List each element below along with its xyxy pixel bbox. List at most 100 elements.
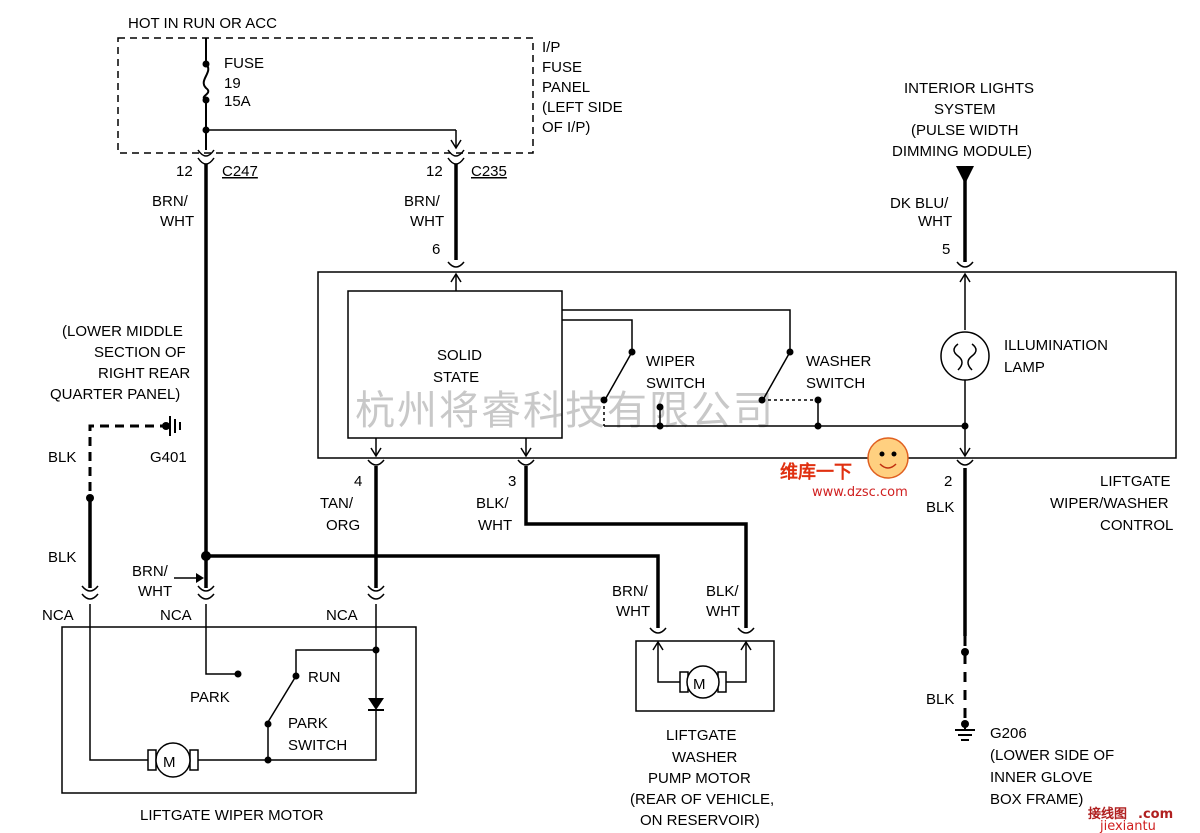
nca-connectors: [81, 585, 385, 600]
svg-text:维库一下: 维库一下: [780, 461, 852, 483]
svg-text:TAN/: TAN/: [320, 495, 354, 512]
svg-text:15A: 15A: [224, 93, 251, 110]
wiper-motor-icon: [147, 742, 199, 778]
svg-text:(REAR OF VEHICLE,: (REAR OF VEHICLE,: [630, 791, 774, 808]
wiper-switch: [600, 348, 664, 426]
svg-text:.com: .com: [1138, 807, 1173, 822]
c235-pin: 12: [426, 163, 443, 180]
svg-text:LIFTGATE: LIFTGATE: [1100, 473, 1171, 490]
washer-switch: [758, 348, 822, 426]
svg-text:FUSE: FUSE: [224, 55, 264, 72]
svg-text:RIGHT REAR: RIGHT REAR: [98, 365, 190, 382]
washer-switch-label: WASHER SWITCH: [806, 353, 871, 392]
pin-4: 4: [354, 473, 362, 490]
g206-location: (LOWER SIDE OF INNER GLOVE BOX FRAME): [990, 747, 1114, 808]
g401-location-label: (LOWER MIDDLE SECTION OF RIGHT REAR QUAR…: [50, 323, 190, 403]
jiexiantu-watermark: 接线图 .com jiexiantu: [1088, 806, 1173, 833]
svg-text:WASHER: WASHER: [806, 353, 871, 370]
svg-text:PUMP MOTOR: PUMP MOTOR: [648, 770, 751, 787]
blk-ground-wire-dashed: [88, 424, 166, 506]
control-module-name: LIFTGATE WIPER/WASHER CONTROL: [1050, 473, 1173, 534]
blk-wht-label: BLK/ WHT: [476, 495, 512, 534]
svg-text:WHT: WHT: [918, 213, 952, 230]
svg-text:接线图: 接线图: [1088, 806, 1127, 822]
interior-lights-label: INTERIOR LIGHTS SYSTEM (PULSE WIDTH DIMM…: [892, 80, 1034, 160]
c247-wire-color: BRN/ WHT: [152, 193, 194, 230]
fuse-label: FUSE 19 15A: [224, 55, 264, 110]
svg-text:WHT: WHT: [138, 583, 172, 600]
washer-pump-motor-icon: [679, 665, 727, 699]
svg-text:CONTROL: CONTROL: [1100, 517, 1173, 534]
svg-text:WHT: WHT: [478, 517, 512, 534]
pin-5: 5: [942, 241, 950, 258]
svg-text:BRN/: BRN/: [152, 193, 189, 210]
pin-2: 2: [944, 473, 952, 490]
pump-wire-labels: BRN/ WHT BLK/ WHT: [612, 583, 740, 620]
svg-text:WHT: WHT: [160, 213, 194, 230]
g401-name: G401: [150, 449, 187, 466]
g206-name: G206: [990, 725, 1027, 742]
svg-text:WHT: WHT: [410, 213, 444, 230]
run-label: RUN: [308, 669, 341, 686]
svg-text:WIPER/WASHER: WIPER/WASHER: [1050, 495, 1169, 512]
svg-text:WASHER: WASHER: [672, 749, 737, 766]
washer-pump-symbol: M: [693, 676, 706, 693]
park-label: PARK: [190, 689, 230, 706]
svg-text:BLK/: BLK/: [706, 583, 739, 600]
svg-text:BRN/: BRN/: [132, 563, 169, 580]
solid-state-label: SOLID STATE: [433, 347, 482, 386]
module-output-arrow: [956, 166, 974, 184]
svg-text:WHT: WHT: [616, 603, 650, 620]
svg-text:LAMP: LAMP: [1004, 359, 1045, 376]
brn-wht-arrow-label: BRN/ WHT: [132, 563, 172, 600]
svg-text:BLK/: BLK/: [476, 495, 509, 512]
svg-text:STATE: STATE: [433, 369, 479, 386]
svg-text:DK BLU/: DK BLU/: [890, 195, 949, 212]
svg-text:LIFTGATE: LIFTGATE: [666, 727, 737, 744]
svg-text:DIMMING MODULE): DIMMING MODULE): [892, 143, 1032, 160]
nca-mid: NCA: [160, 607, 192, 624]
pin-3: 3: [508, 473, 516, 490]
wiper-motor-name: LIFTGATE WIPER MOTOR: [140, 807, 324, 824]
svg-text:(LEFT SIDE: (LEFT SIDE: [542, 99, 623, 116]
svg-text:ILLUMINATION: ILLUMINATION: [1004, 337, 1108, 354]
fuse-panel-label: I/P FUSE PANEL (LEFT SIDE OF I/P): [542, 39, 623, 136]
c235-wire-color: BRN/ WHT: [404, 193, 444, 230]
svg-text:www.dzsc.com: www.dzsc.com: [812, 485, 908, 500]
svg-text:SOLID: SOLID: [437, 347, 482, 364]
g401-wire-upper: BLK: [48, 449, 76, 466]
company-watermark: 杭州将睿科技有限公司: [355, 388, 775, 434]
svg-text:WHT: WHT: [706, 603, 740, 620]
svg-text:ORG: ORG: [326, 517, 360, 534]
wiper-washer-control-box: [317, 271, 1177, 459]
wiper-motor-box: [61, 626, 417, 794]
park-switch-blade: [267, 675, 297, 723]
svg-text:ON RESERVOIR): ON RESERVOIR): [640, 812, 760, 829]
washer-pump-box: [635, 640, 775, 712]
g401-wire-lower: BLK: [48, 549, 76, 566]
dzsc-watermark: 维库一下 www.dzsc.com: [780, 437, 909, 500]
svg-text:SWITCH: SWITCH: [646, 375, 705, 392]
svg-text:SYSTEM: SYSTEM: [934, 101, 996, 118]
illumination-lamp-label: ILLUMINATION LAMP: [1004, 337, 1108, 376]
pin2-wire-color: BLK: [926, 499, 954, 516]
svg-text:19: 19: [224, 75, 241, 92]
park-switch-label: PARK SWITCH: [288, 715, 347, 754]
svg-text:BRN/: BRN/: [612, 583, 649, 600]
svg-text:PANEL: PANEL: [542, 79, 590, 96]
svg-text:QUARTER PANEL): QUARTER PANEL): [50, 386, 180, 403]
ip-fuse-panel: [117, 37, 534, 154]
c235-name: C235: [471, 163, 507, 180]
brn-wht-pump-feed: [206, 554, 660, 628]
svg-text:OF I/P): OF I/P): [542, 119, 590, 136]
svg-text:SWITCH: SWITCH: [806, 375, 865, 392]
solid-state-block: [347, 290, 563, 439]
c247-pin: 12: [176, 163, 193, 180]
svg-text:FUSE: FUSE: [542, 59, 582, 76]
svg-text:INTERIOR LIGHTS: INTERIOR LIGHTS: [904, 80, 1034, 97]
dk-blu-wht-label: DK BLU/ WHT: [890, 195, 952, 230]
fuse-19: [202, 38, 210, 150]
svg-text:PARK: PARK: [288, 715, 328, 732]
nca-left: NCA: [42, 607, 74, 624]
